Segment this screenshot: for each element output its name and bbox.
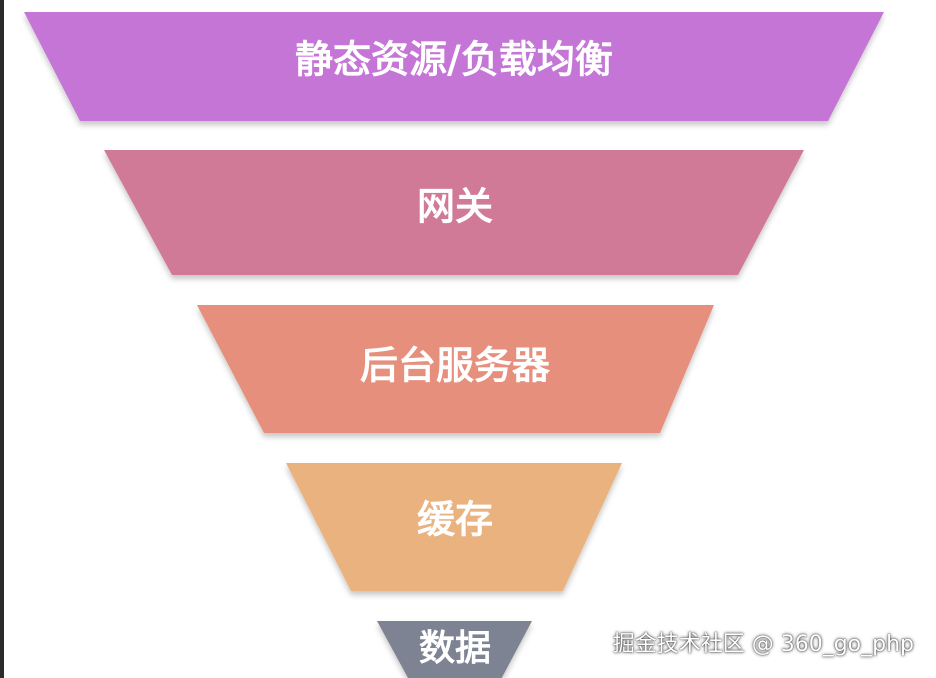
funnel-layer-3: 后台服务器 <box>197 305 714 433</box>
funnel-layer-1-shape <box>24 12 884 121</box>
funnel-layer-5-shape <box>377 621 532 678</box>
funnel-layer-1: 静态资源/负载均衡 <box>24 12 884 121</box>
funnel-layer-3-shape <box>197 305 714 433</box>
funnel-layer-5-label: 数据 <box>419 628 491 669</box>
funnel-layer-5: 数据 <box>377 621 532 678</box>
funnel-layer-2-label: 网关 <box>417 185 493 229</box>
funnel-layer-1-label: 静态资源/负载均衡 <box>295 38 613 82</box>
funnel-layer-4-shape <box>286 463 622 591</box>
funnel-layer-2-shape <box>104 150 804 275</box>
funnel-layer-4: 缓存 <box>286 463 622 591</box>
funnel-layer-3-label: 后台服务器 <box>360 344 551 388</box>
funnel-layer-4-label: 缓存 <box>417 498 493 542</box>
watermark-text: 掘金技术社区 @ 360_go_php <box>612 632 914 657</box>
left-border <box>0 0 4 678</box>
funnel-layer-2: 网关 <box>104 150 804 275</box>
